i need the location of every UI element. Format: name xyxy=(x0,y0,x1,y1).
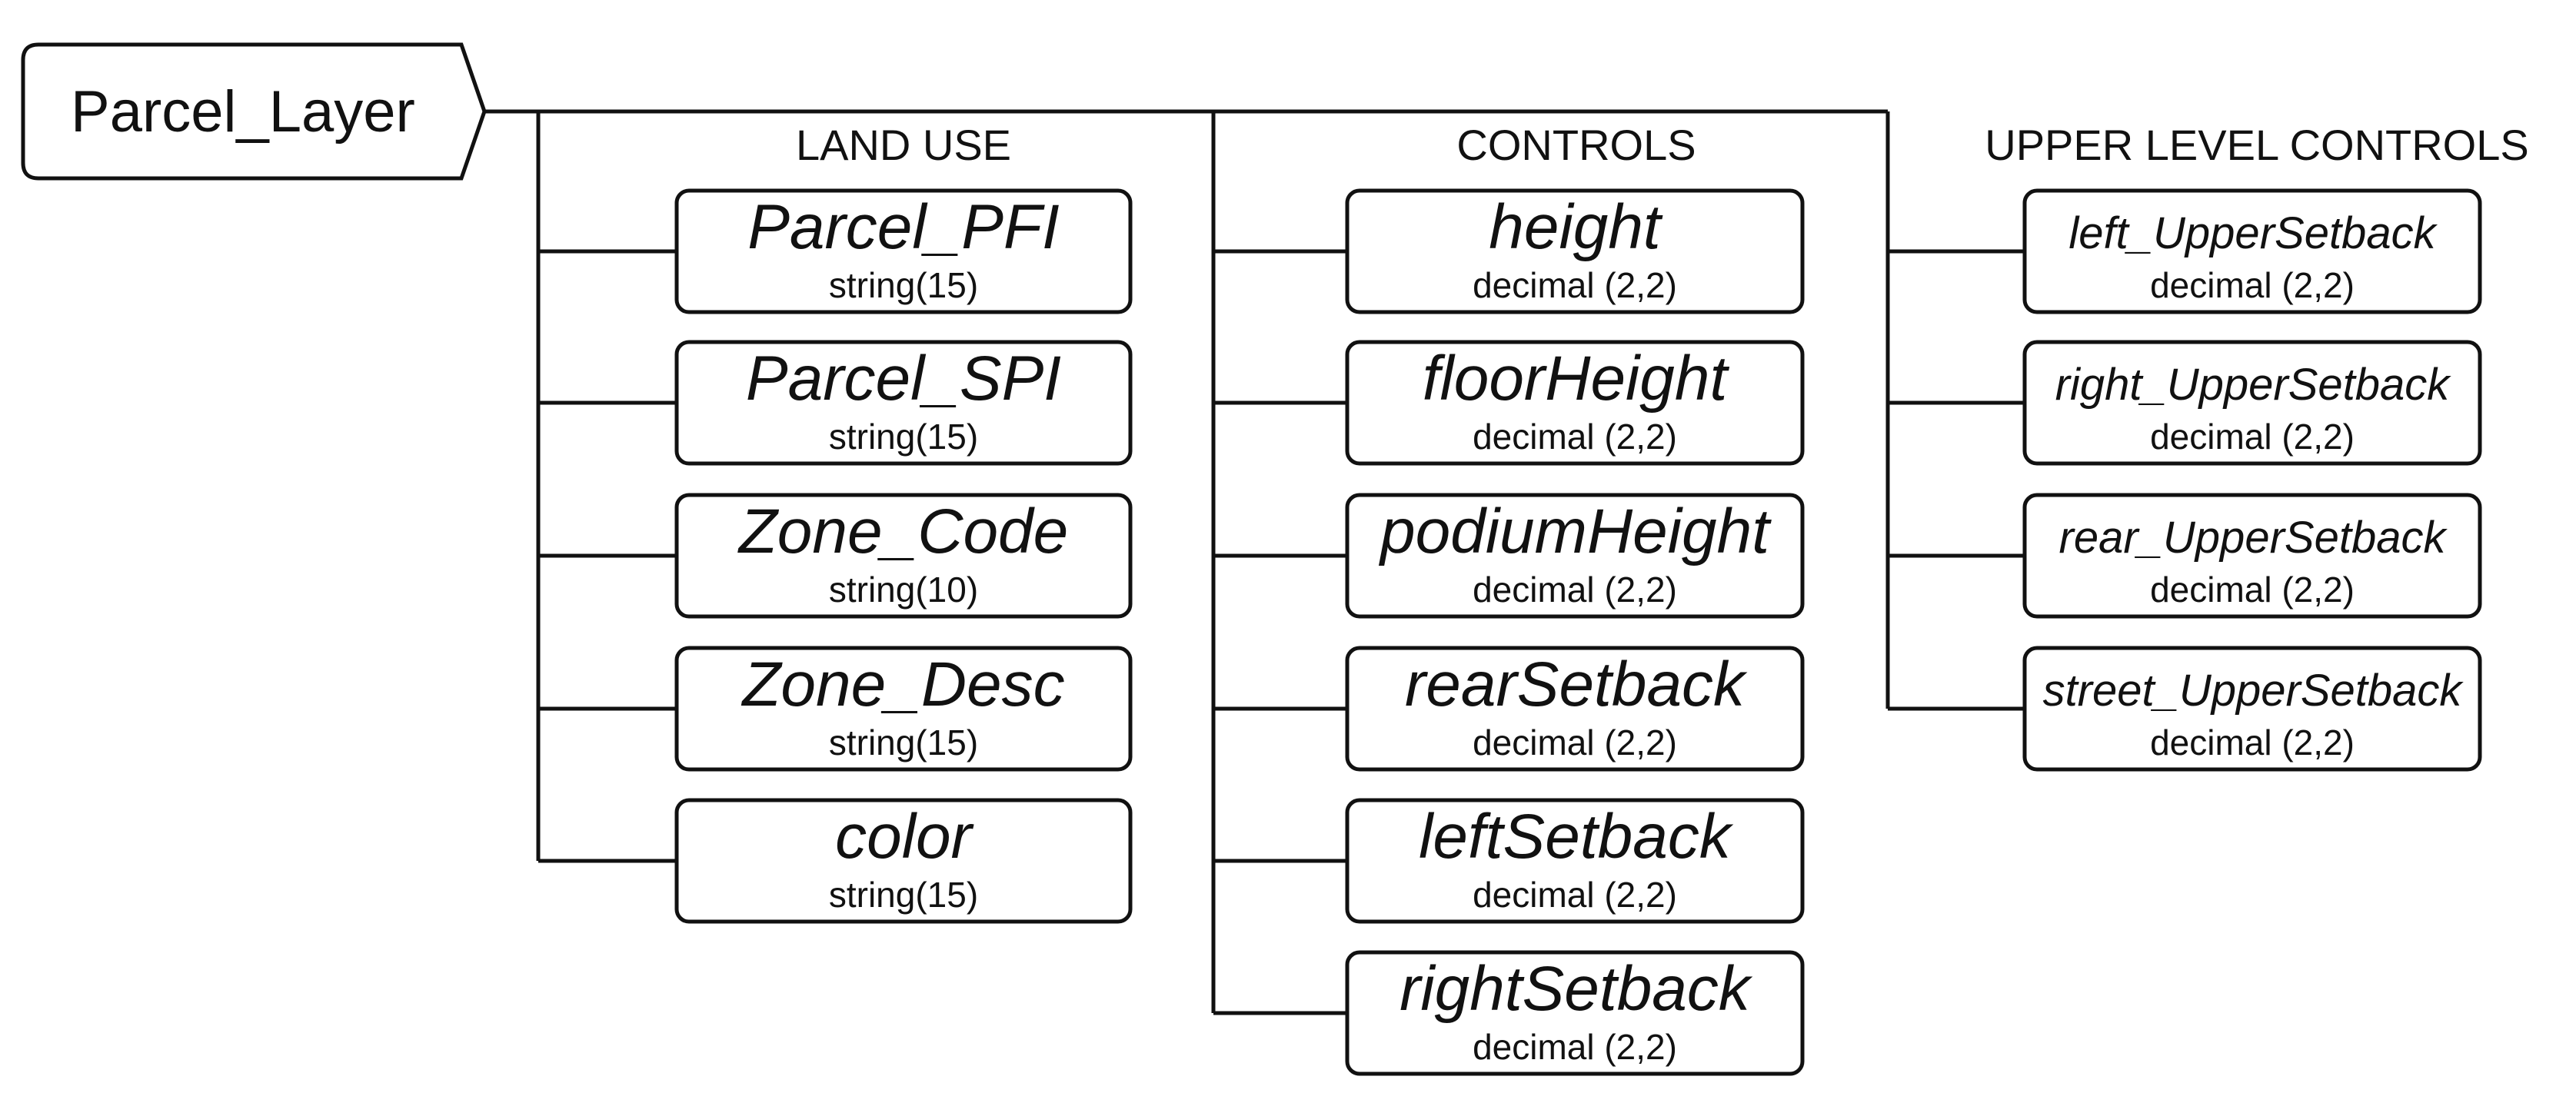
group-heading-land-use: LAND USE xyxy=(796,121,1011,169)
field-type: string(15) xyxy=(829,417,978,457)
field-box xyxy=(1345,493,1805,619)
field-box xyxy=(674,646,1133,772)
field-type: string(15) xyxy=(829,265,978,305)
field-type: decimal (2,2) xyxy=(1473,875,1677,915)
field-node: Zone_Desc string(15) xyxy=(674,646,1133,772)
field-type: string(15) xyxy=(829,723,978,762)
field-box xyxy=(2022,340,2482,466)
field-name: leftSetback xyxy=(1419,802,1734,872)
field-type: string(10) xyxy=(829,570,978,610)
field-type: decimal (2,2) xyxy=(2150,723,2355,762)
group-heading-upper-level-controls: UPPER LEVEL CONTROLS xyxy=(1985,121,2528,169)
field-box xyxy=(674,798,1133,924)
field-box xyxy=(2022,188,2482,314)
field-type: string(15) xyxy=(829,875,978,915)
root-node-shape xyxy=(21,42,487,181)
connector-lines xyxy=(484,109,2025,1015)
field-type: decimal (2,2) xyxy=(2150,265,2355,305)
field-type: decimal (2,2) xyxy=(1473,723,1677,762)
field-name: color xyxy=(835,802,974,872)
field-type: decimal (2,2) xyxy=(1473,1027,1677,1067)
root-node-label: Parcel_Layer xyxy=(71,79,415,145)
field-name: height xyxy=(1489,192,1663,262)
field-name: floorHeight xyxy=(1423,344,1730,414)
field-box xyxy=(2022,646,2482,772)
field-type: decimal (2,2) xyxy=(1473,570,1677,610)
field-box xyxy=(1345,646,1805,772)
field-name: Parcel_PFI xyxy=(747,192,1060,262)
field-name: street_UpperSetback xyxy=(2043,666,2465,716)
field-type: decimal (2,2) xyxy=(2150,570,2355,610)
field-type: decimal (2,2) xyxy=(1473,265,1677,305)
field-name: left_UpperSetback xyxy=(2068,208,2438,258)
field-node: rearSetback decimal (2,2) xyxy=(1345,646,1805,772)
field-name: Parcel_SPI xyxy=(746,344,1061,414)
field-box xyxy=(674,340,1133,466)
group-heading-controls: CONTROLS xyxy=(1456,121,1696,169)
root-node: Parcel_Layer xyxy=(21,42,487,181)
field-name: Zone_Desc xyxy=(741,650,1064,719)
field-name: podiumHeight xyxy=(1378,497,1772,566)
field-box xyxy=(2022,493,2482,619)
field-name: Zone_Code xyxy=(737,497,1069,566)
field-name: rearSetback xyxy=(1405,650,1748,719)
field-name: rear_UpperSetback xyxy=(2059,513,2448,563)
field-box xyxy=(1345,340,1805,466)
field-box xyxy=(1345,188,1805,314)
field-boxes: Parcel_PFIstring(15)Parcel_SPIstring(15)… xyxy=(674,188,2482,1076)
field-box xyxy=(1345,798,1805,924)
field-box xyxy=(674,493,1133,619)
field-name: right_UpperSetback xyxy=(2055,360,2452,410)
field-type: decimal (2,2) xyxy=(2150,417,2355,457)
field-box xyxy=(674,188,1133,314)
field-type: decimal (2,2) xyxy=(1473,417,1677,457)
field-name: rightSetback xyxy=(1399,954,1753,1024)
field-box xyxy=(1345,950,1805,1076)
